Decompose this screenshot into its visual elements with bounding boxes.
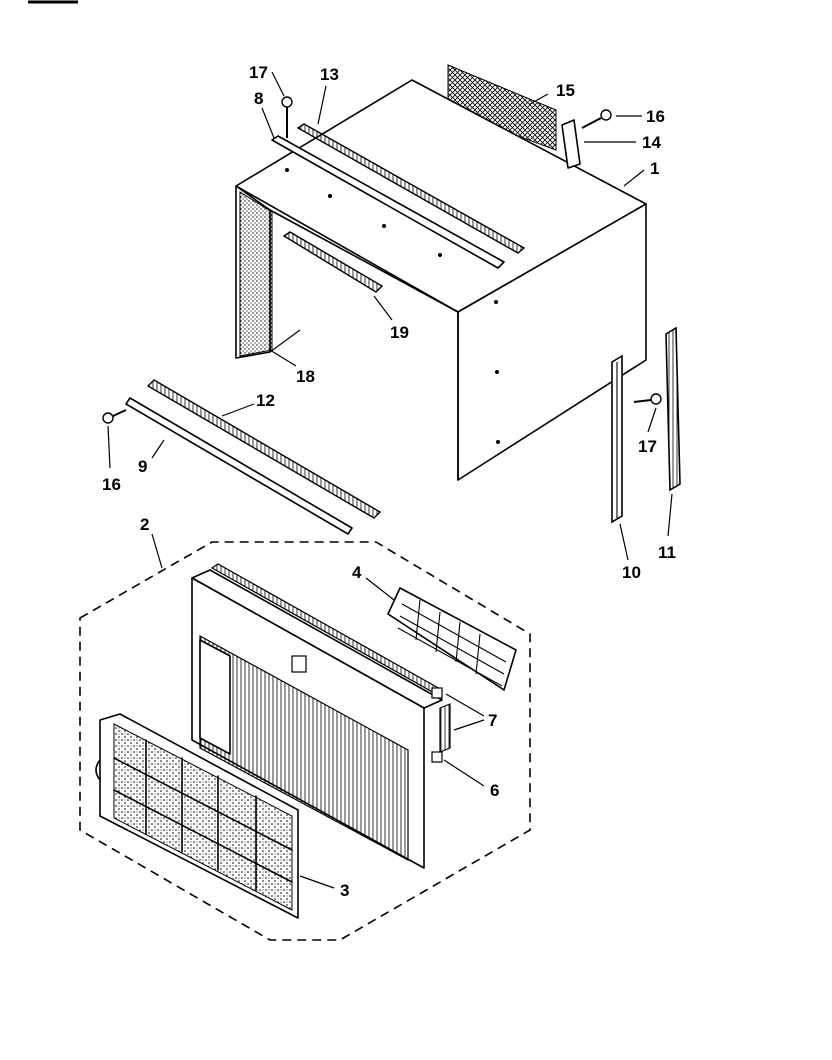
- label-16-left: 16: [102, 475, 121, 494]
- label-15: 15: [556, 81, 575, 100]
- label-11: 11: [658, 543, 676, 562]
- clip-6: [431, 751, 443, 763]
- label-14: 14: [642, 133, 661, 152]
- label-7: 7: [488, 711, 497, 730]
- air-filter: [95, 713, 299, 919]
- label-8: 8: [254, 89, 263, 108]
- rear-grille: [447, 64, 557, 151]
- rail-13: [296, 123, 526, 254]
- screw-16-left: [102, 409, 127, 424]
- label-9: 9: [138, 457, 147, 476]
- label-18: 18: [296, 367, 315, 386]
- label-13: 13: [320, 65, 339, 84]
- label-17-top: 17: [249, 63, 268, 82]
- clip-7b: [439, 703, 451, 753]
- label-10: 10: [622, 563, 641, 582]
- screw-17-top: [281, 96, 293, 138]
- leader-lines: [107, 71, 673, 889]
- rail-11: [665, 326, 681, 492]
- label-19: 19: [390, 323, 409, 342]
- side-seal-left: [239, 191, 273, 357]
- screw-17-right: [633, 393, 662, 405]
- part-labels: 17 8 13 15 16 14 1 19 18 12 9 16 17 10 1…: [102, 63, 676, 900]
- label-2: 2: [140, 515, 149, 534]
- label-12: 12: [256, 391, 275, 410]
- clip-7a: [431, 687, 443, 699]
- label-1: 1: [650, 159, 659, 178]
- label-6: 6: [490, 781, 499, 800]
- cabinet: [235, 64, 647, 481]
- rail-12: [146, 379, 382, 519]
- label-3: 3: [340, 881, 349, 900]
- label-4: 4: [352, 563, 362, 582]
- label-17-right: 17: [638, 437, 657, 456]
- rail-19: [282, 231, 384, 293]
- screw-16-top: [581, 109, 612, 129]
- label-16-top: 16: [646, 107, 665, 126]
- louver: [387, 587, 517, 691]
- rail-9: [125, 397, 353, 535]
- front-panel-assembly-outline: [79, 541, 531, 941]
